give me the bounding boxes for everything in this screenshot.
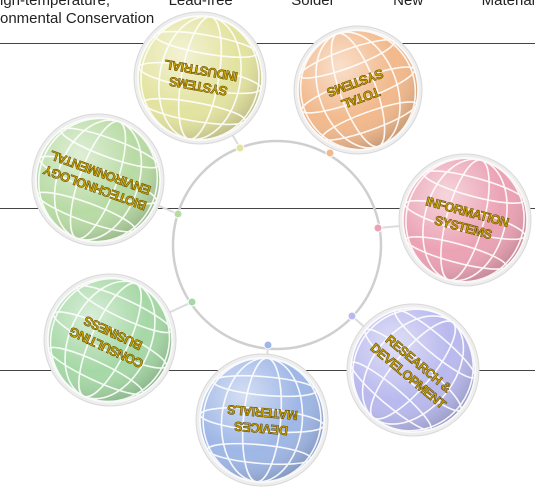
central-ring [171,139,383,351]
connector-dot [373,223,383,233]
sphere-label: MATERIALS [226,402,298,423]
sphere-shading [36,118,160,242]
cage-outline [350,307,476,433]
sphere-cage [297,29,419,151]
header-word: igh-temperature, [0,0,111,9]
header-line-2: onmental Conservation [0,10,155,27]
divider-line [0,43,535,44]
sphere-cage [47,277,173,403]
header-word: Lead-free [168,0,233,9]
sphere-shading [48,278,172,402]
connector-dot [235,143,245,153]
sphere-cage [35,117,161,243]
sphere-shading [298,30,418,150]
cage-outline [47,277,173,403]
sphere-label: DEVICES [233,419,289,439]
sphere-cage [137,15,263,141]
sphere-cage [199,357,325,483]
cage-outline [297,29,419,151]
cage-outline [199,357,325,483]
connector-dot [187,297,197,307]
sphere-shading [138,16,262,140]
sphere-bottom-right: RESEARCH &DEVELOPMENT [346,303,480,437]
sphere-cage [402,157,528,283]
sphere-shading [200,358,324,482]
spheres-group: SYSTEMSINDUSTRIALTOTALSYSTEMSINFORMATION… [31,11,532,487]
header-word: Material [481,0,535,9]
header-word: New [393,0,424,9]
connector-dot [173,209,183,219]
sphere-cage [350,307,476,433]
connector-dot [263,340,273,350]
header-line-1: igh-temperature, Lead-free Solder New Ma… [0,0,535,10]
divider-line [0,208,535,209]
header-word: Solder [291,0,335,9]
cage-outline [402,157,528,283]
connector-dot [347,311,357,321]
cage-outline [35,117,161,243]
connector-dot [325,148,335,158]
cage-outline [137,15,263,141]
